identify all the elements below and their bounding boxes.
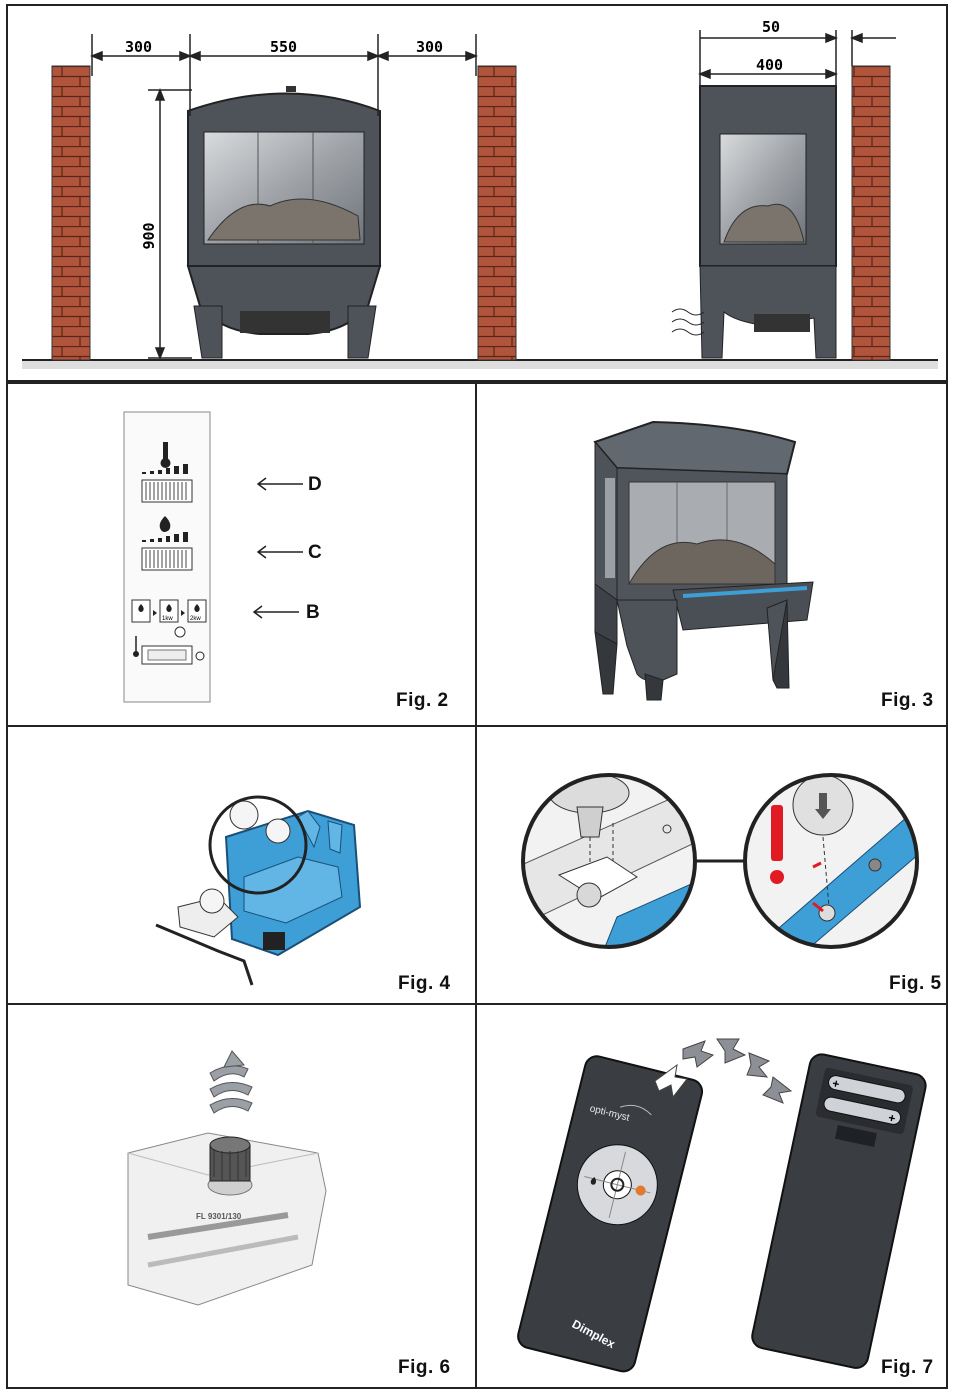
- callout-c: C: [308, 542, 322, 563]
- valve-detail-illustration: [521, 773, 919, 949]
- stove-front-view: [186, 86, 382, 359]
- mode-2kw-label: 2kw: [190, 616, 201, 622]
- clearance-diagram-panel: 300 550 300 900 50 400: [6, 4, 948, 382]
- callout-b: B: [306, 602, 320, 623]
- fig4-label: Fig. 4: [398, 973, 451, 994]
- fig2-label: Fig. 2: [396, 690, 449, 711]
- flame-icon: [159, 516, 171, 532]
- mode-1kw-label: 1kw: [162, 616, 173, 622]
- fig3-label: Fig. 3: [881, 690, 934, 711]
- remote-front: [517, 1055, 704, 1373]
- remote-back: + +: [751, 1053, 927, 1369]
- dim-depth: 400: [756, 56, 783, 74]
- zoom-circle: [208, 795, 308, 895]
- fig4-panel: Fig. 4: [6, 725, 477, 1005]
- power-button-icon: [610, 1177, 625, 1192]
- adjustment-knob-illustration: FL 9301/130: [127, 1050, 327, 1306]
- control-panel-illustration: 1kw 2kw: [123, 411, 303, 703]
- dim-rear-clearance: 50: [762, 18, 780, 36]
- fig2-panel: 1kw 2kw D C B Fig. 2: [6, 382, 477, 727]
- fig6-panel: FL 9301/130 Fig. 6: [6, 1003, 477, 1389]
- dim-left-clearance: 300: [125, 38, 152, 56]
- fig5-panel: Fig. 5: [475, 725, 948, 1005]
- dim-width: 550: [270, 38, 297, 56]
- dim-height: 900: [140, 222, 158, 249]
- remote-battery-illustration: opti-myst Dimplex + +: [517, 1038, 927, 1373]
- wall-right: [477, 65, 517, 361]
- power-symbol-icon: [195, 651, 205, 661]
- stove-tray-illustration: [593, 420, 814, 701]
- part-marking: FL 9301/130: [196, 1212, 242, 1221]
- dim-right-clearance: 300: [416, 38, 443, 56]
- clearance-diagram: 300 550 300 900 50 400: [22, 18, 938, 369]
- callout-d: D: [308, 474, 322, 495]
- fig6-label: Fig. 6: [398, 1357, 451, 1378]
- fig7-label: Fig. 7: [881, 1357, 934, 1378]
- svg-text:+: +: [887, 1111, 897, 1126]
- fig7-panel: opti-myst Dimplex + + Fig. 7: [475, 1003, 948, 1389]
- fig3-panel: Fig. 3: [475, 382, 948, 727]
- fig5-label: Fig. 5: [889, 973, 942, 994]
- thermometer-icon: [160, 442, 171, 468]
- stove-side-view: [671, 85, 837, 359]
- wall-left: [51, 65, 91, 361]
- curved-arrows-icon: [654, 1038, 793, 1104]
- rotate-arrow-icon: [209, 1050, 253, 1114]
- wall-side: [851, 65, 891, 361]
- svg-text:+: +: [831, 1076, 841, 1091]
- warning-exclamation-icon: [770, 805, 784, 884]
- water-tank-illustration: [155, 795, 362, 986]
